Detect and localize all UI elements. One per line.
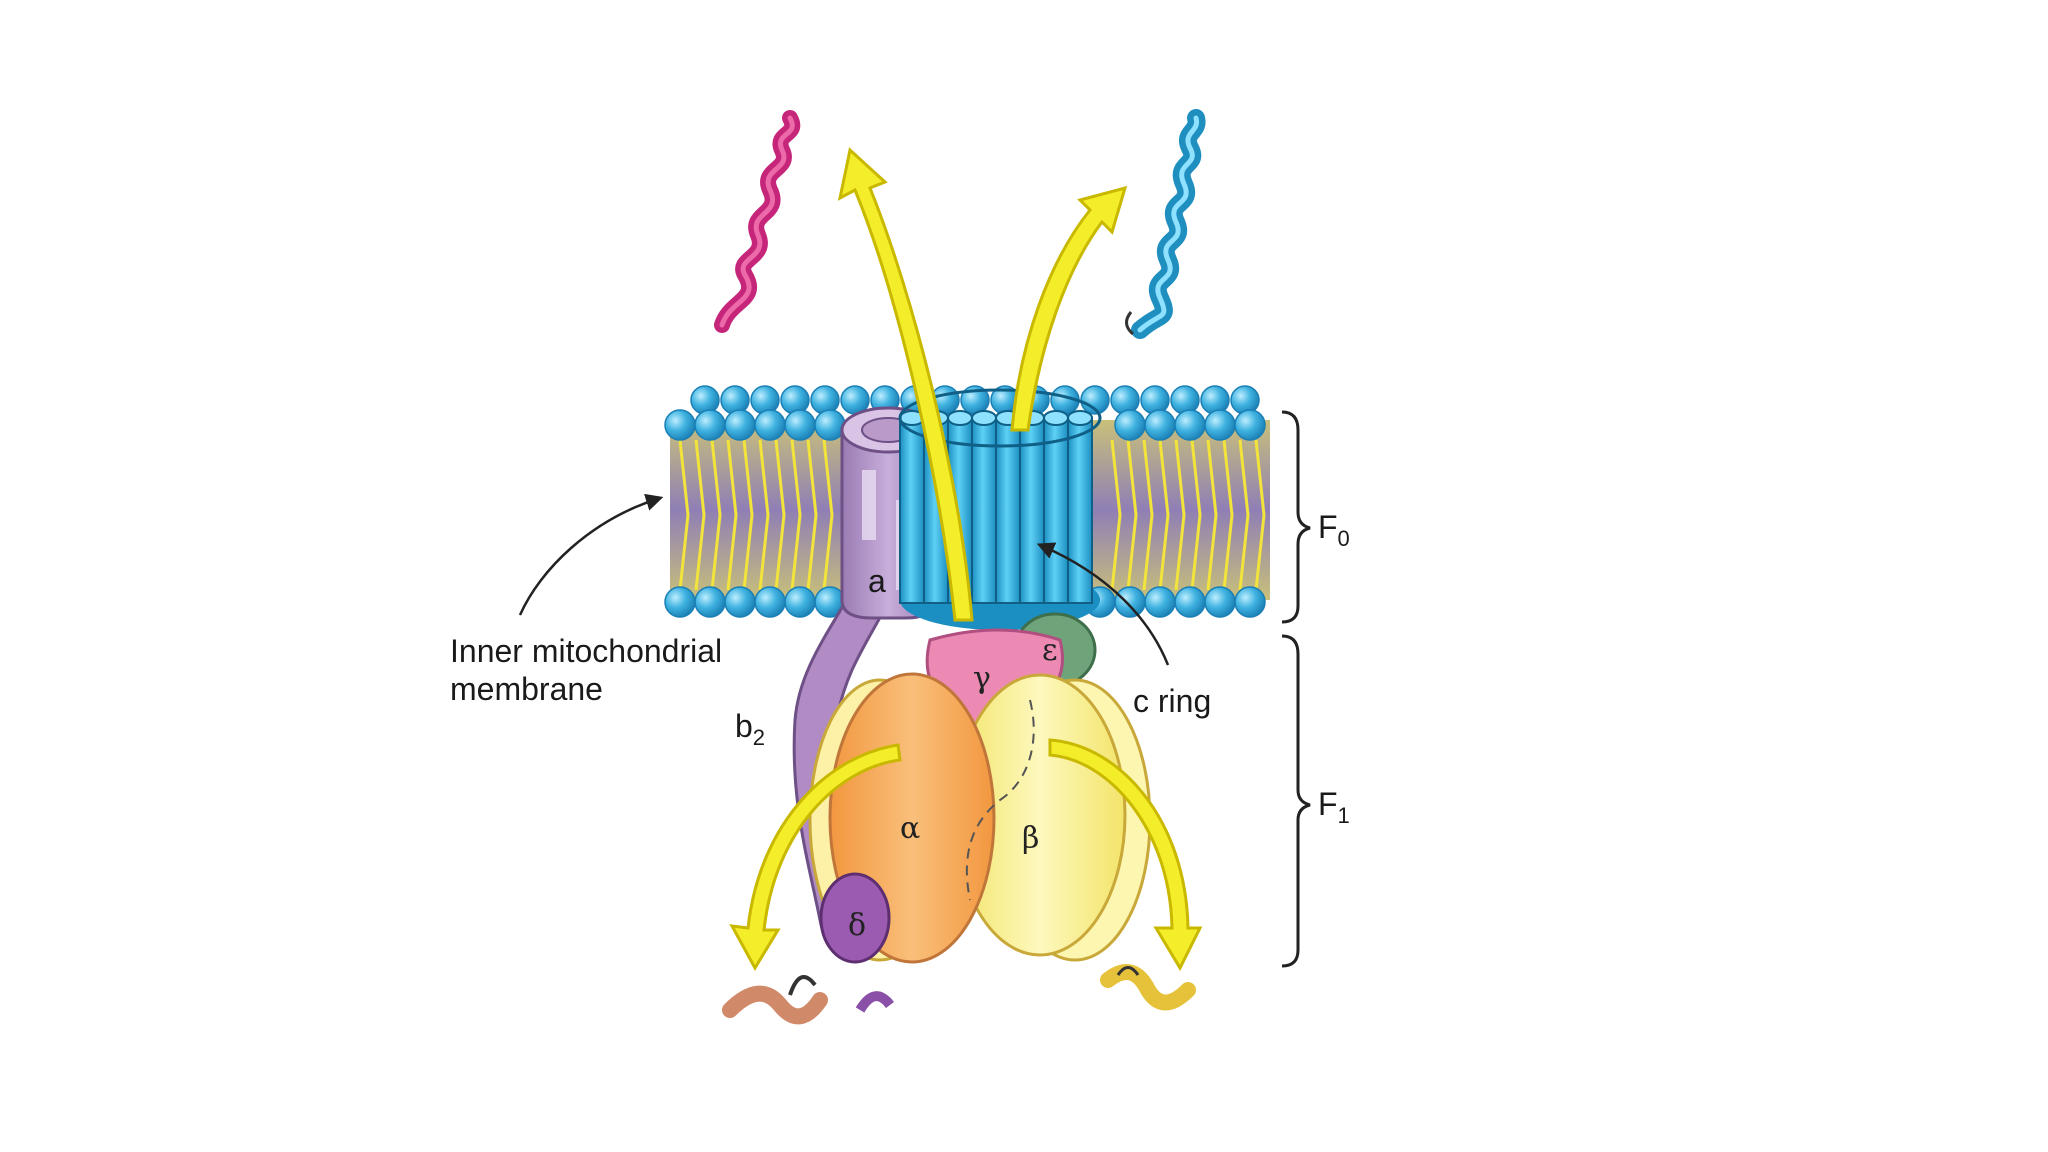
protein-fragment-bottom-right-icon bbox=[1108, 968, 1188, 1003]
protein-fragment-bottom-left-icon bbox=[730, 977, 890, 1016]
helix-left-icon bbox=[722, 118, 792, 325]
b2-label: b2 bbox=[735, 708, 765, 750]
membrane-label-line1: Inner mitochondrial bbox=[450, 633, 722, 669]
f1-bracket-icon bbox=[1282, 636, 1310, 966]
membrane-pointer-arrow bbox=[520, 498, 660, 615]
epsilon-label: ε bbox=[1042, 633, 1058, 668]
f0-label: F0 bbox=[1318, 509, 1350, 551]
a-label: a bbox=[868, 563, 886, 599]
beta-label: β bbox=[1022, 821, 1039, 856]
f0-bracket-icon bbox=[1282, 412, 1310, 622]
f1-label: F1 bbox=[1318, 786, 1350, 828]
delta-label: δ bbox=[848, 908, 866, 943]
helix-right-icon bbox=[1126, 118, 1196, 334]
membrane-label-line2: membrane bbox=[450, 671, 603, 707]
gamma-label: γ bbox=[973, 661, 991, 696]
alpha-label: α bbox=[900, 811, 920, 846]
c-ring-label: c ring bbox=[1133, 683, 1211, 719]
